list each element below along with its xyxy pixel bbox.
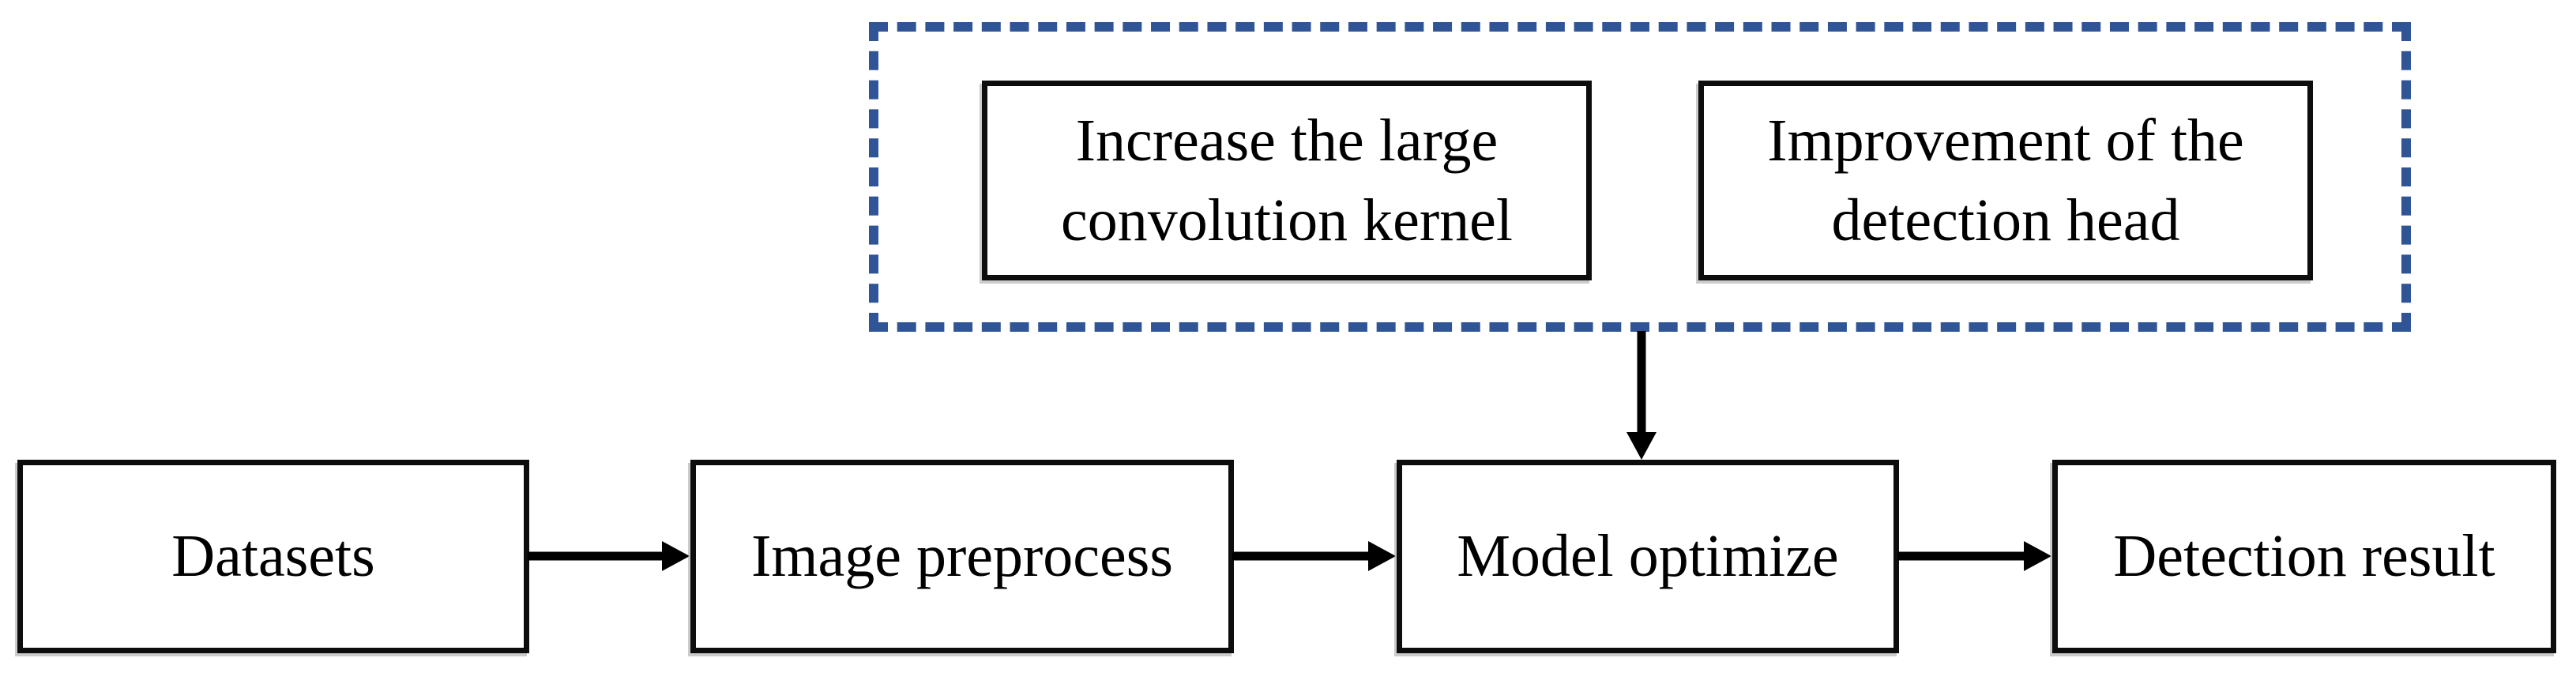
node-increase-convolution-kernel: Increase the large convolution kernel: [982, 81, 1592, 280]
node-label: Improvement of the detection head: [1767, 107, 2244, 254]
node-model-optimize: Model optimize: [1397, 460, 1899, 653]
node-datasets: Datasets: [17, 460, 529, 653]
node-improve-detection-head: Improvement of the detection head: [1698, 81, 2313, 280]
node-label: Detection result: [2113, 523, 2495, 590]
node-detection-result: Detection result: [2052, 460, 2556, 653]
node-image-preprocess: Image preprocess: [690, 460, 1234, 653]
right-arrow-icon: [1232, 541, 1396, 571]
down-arrow-icon: [1626, 331, 1657, 460]
optimization-methods-frame: Increase the large convolution kernel Im…: [869, 22, 2411, 332]
node-label: Datasets: [171, 523, 375, 590]
node-label: Increase the large convolution kernel: [1061, 107, 1513, 254]
node-label: Model optimize: [1457, 523, 1839, 590]
right-arrow-icon: [1897, 541, 2051, 571]
node-label: Image preprocess: [751, 523, 1173, 590]
right-arrow-icon: [528, 541, 690, 571]
